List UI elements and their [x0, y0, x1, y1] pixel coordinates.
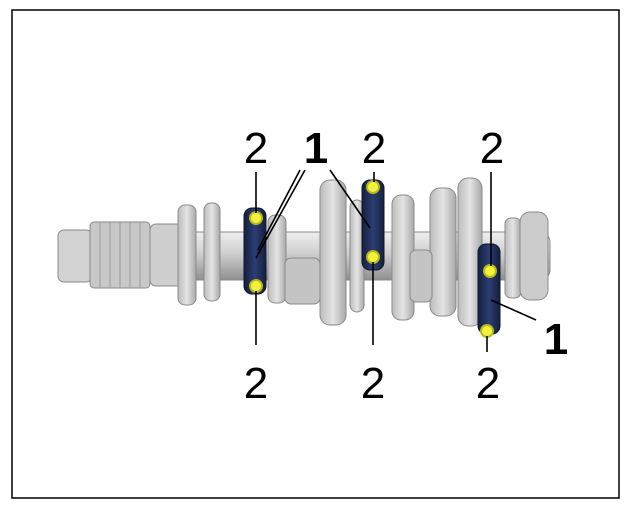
web-2	[203, 202, 221, 302]
label-cap-bottom-right: 1	[544, 315, 568, 364]
bolt-top-mid	[366, 180, 380, 194]
label-cap-top: 1	[304, 124, 328, 173]
bolt-bottom-left	[249, 279, 263, 293]
shaft-nose	[57, 229, 93, 283]
rod-cap-left	[243, 207, 267, 295]
timing-gear	[89, 221, 151, 289]
label-rod-bottom-mid: 2	[361, 359, 385, 408]
bolt-top-left	[249, 211, 263, 225]
web-7	[429, 187, 457, 317]
leader-lines	[255, 169, 537, 352]
web-1	[177, 204, 197, 306]
bolt-bottom-right	[480, 324, 494, 338]
web-3	[267, 214, 287, 304]
web-4	[319, 179, 347, 326]
callouts: 2 1 2 2 1 2 2 2	[244, 124, 568, 408]
bolts	[249, 180, 497, 338]
label-rod-bottom-right: 2	[476, 359, 500, 408]
bolt-top-right	[483, 264, 497, 278]
rear-flange	[519, 211, 549, 301]
web-9	[504, 217, 522, 299]
label-rod-top-right: 2	[480, 124, 504, 173]
crankshaft	[57, 177, 551, 327]
label-rod-top-mid: 2	[362, 124, 386, 173]
journal-1	[284, 257, 321, 305]
rod-cap-right	[477, 243, 501, 335]
journal-2	[409, 249, 433, 303]
label-rod-top-left: 2	[244, 124, 268, 173]
bolt-bottom-mid	[366, 250, 380, 264]
label-rod-bottom-left: 2	[244, 359, 268, 408]
